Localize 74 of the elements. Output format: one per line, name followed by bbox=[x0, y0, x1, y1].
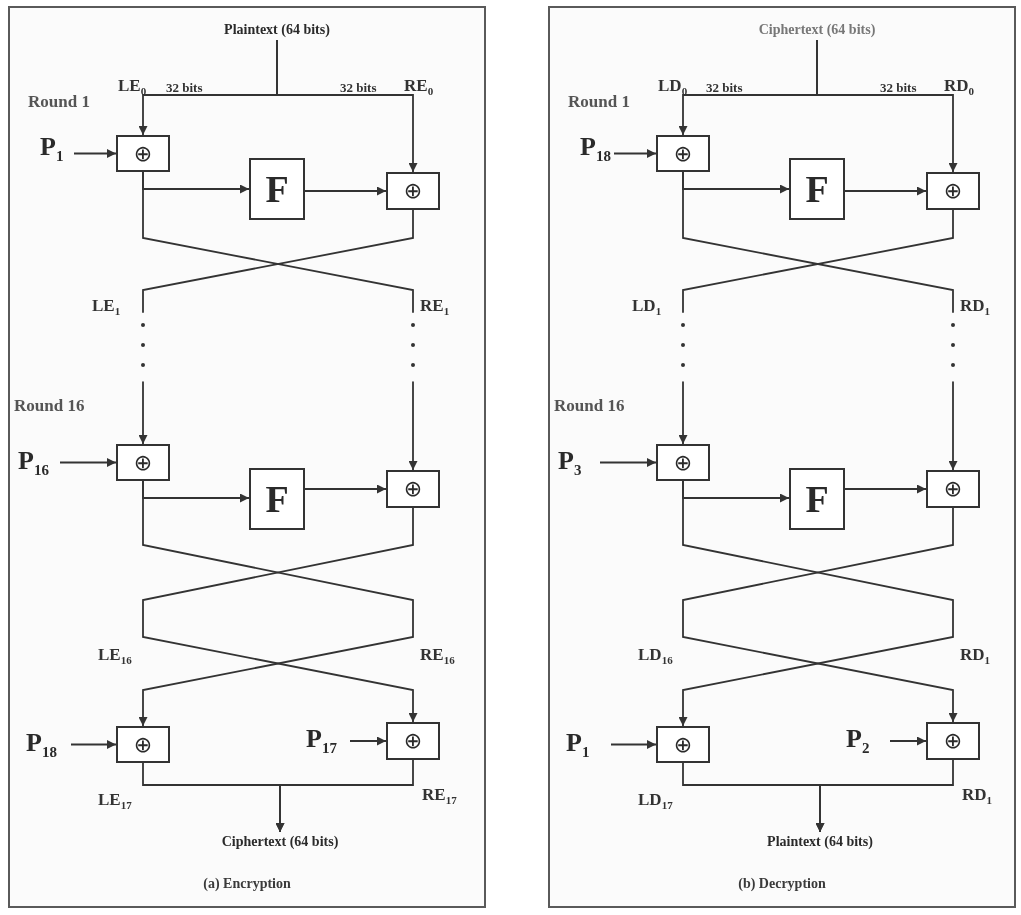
subkey-label: P$_{1}$ bbox=[40, 132, 74, 166]
arrow bbox=[349, 736, 387, 746]
arrow bbox=[816, 39, 958, 173]
arrow bbox=[678, 209, 954, 445]
subkey-label: P$_{18}$ bbox=[26, 728, 71, 762]
text-label: Plaintext (64 bits) bbox=[730, 832, 910, 854]
subkey-label: P$_{2}$ bbox=[846, 724, 890, 758]
arrow bbox=[304, 186, 387, 196]
xor-box: ⊕ bbox=[386, 470, 440, 508]
arrow bbox=[889, 736, 927, 746]
xor-box: ⊕ bbox=[656, 135, 710, 172]
signal-label: RD$_{1}$ bbox=[960, 645, 991, 667]
arrow bbox=[304, 484, 387, 494]
xor-box: ⊕ bbox=[926, 722, 980, 760]
signal-label: LE$_{16}$ bbox=[98, 645, 132, 667]
panel-heading: (a) Encryption bbox=[202, 876, 292, 892]
text-label: Ciphertext (64 bits) bbox=[190, 832, 370, 854]
round-label: Round 16 bbox=[14, 396, 85, 416]
signal-label: RE$_{16}$ bbox=[420, 645, 455, 667]
xor-box: ⊕ bbox=[656, 726, 710, 763]
arrow bbox=[682, 171, 958, 471]
arrow bbox=[275, 759, 414, 833]
signal-label: RE$_{17}$ bbox=[422, 785, 457, 807]
signal-label: LD$_{17}$ bbox=[638, 790, 673, 812]
arrow bbox=[815, 759, 954, 833]
arrow bbox=[844, 484, 927, 494]
panel-frame bbox=[548, 6, 1016, 908]
function-box: F bbox=[249, 468, 305, 530]
xor-box: ⊕ bbox=[116, 444, 170, 481]
function-box: F bbox=[789, 158, 845, 220]
xor-box: ⊕ bbox=[116, 726, 170, 763]
signal-label: LD$_{16}$ bbox=[638, 645, 673, 667]
round-label: Round 1 bbox=[28, 92, 90, 112]
bit-width-label: 32 bits bbox=[166, 80, 203, 96]
function-box: F bbox=[789, 468, 845, 530]
arrow bbox=[276, 39, 418, 173]
arrow bbox=[73, 149, 117, 158]
xor-box: ⊕ bbox=[926, 470, 980, 508]
bit-width-label: 32 bits bbox=[880, 80, 917, 96]
signal-label: RD$_{1}$ bbox=[960, 296, 991, 318]
signal-label: RE$_{1}$ bbox=[420, 296, 450, 318]
subkey-label: P$_{17}$ bbox=[306, 724, 350, 758]
signal-label: LE$_{1}$ bbox=[92, 296, 121, 318]
xor-box: ⊕ bbox=[116, 135, 170, 172]
arrow bbox=[142, 171, 418, 471]
signal-label: RD$_{1}$ bbox=[962, 785, 993, 807]
subkey-label: P$_{18}$ bbox=[580, 132, 614, 166]
arrow bbox=[59, 458, 117, 467]
subkey-label: P$_{3}$ bbox=[558, 446, 600, 480]
bit-width-label: 32 bits bbox=[706, 80, 743, 96]
panel-frame bbox=[8, 6, 486, 908]
arrow bbox=[610, 740, 657, 749]
arrow bbox=[138, 209, 414, 445]
arrow bbox=[613, 149, 657, 158]
bit-width-label: 32 bits bbox=[340, 80, 377, 96]
function-box: F bbox=[249, 158, 305, 220]
subkey-label: P$_{16}$ bbox=[18, 446, 60, 480]
panel-heading: (b) Decryption bbox=[737, 876, 827, 892]
xor-box: ⊕ bbox=[386, 722, 440, 760]
signal-label: RE$_{0}$ bbox=[404, 76, 434, 98]
round-label: Round 1 bbox=[568, 92, 630, 112]
round-label: Round 16 bbox=[554, 396, 625, 416]
xor-box: ⊕ bbox=[926, 172, 980, 210]
xor-box: ⊕ bbox=[656, 444, 710, 481]
arrow bbox=[70, 740, 117, 749]
arrow bbox=[599, 458, 657, 467]
arrow bbox=[844, 186, 927, 196]
signal-label: RD$_{0}$ bbox=[944, 76, 975, 98]
subkey-label: P$_{1}$ bbox=[566, 728, 611, 762]
signal-label: LD$_{1}$ bbox=[632, 296, 662, 318]
xor-box: ⊕ bbox=[386, 172, 440, 210]
text-label: Ciphertext (64 bits) bbox=[737, 20, 897, 40]
signal-label: LE$_{17}$ bbox=[98, 790, 132, 812]
text-label: Plaintext (64 bits) bbox=[197, 20, 357, 40]
